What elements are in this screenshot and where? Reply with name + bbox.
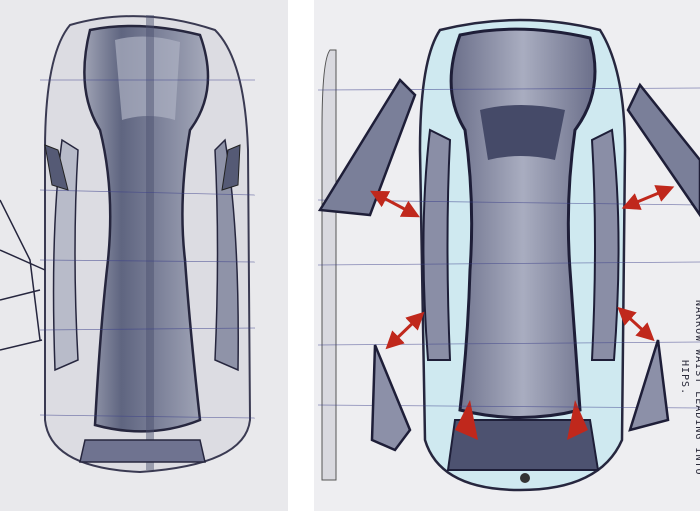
arrow-icon [370, 190, 420, 218]
annotation-line-2: HIPS. [679, 360, 690, 396]
door-rear-right [628, 339, 670, 432]
right-car-sketch [317, 18, 700, 492]
arrow-icon [621, 185, 675, 210]
arrow-icon [385, 311, 425, 350]
door-front-left [317, 77, 417, 217]
left-car-sketch [0, 15, 256, 474]
door-rear-left [370, 344, 412, 452]
door-front-right [626, 82, 700, 218]
arrow-icon [617, 306, 655, 342]
annotation-line-1: NARROW WAIST LEADING INTO [693, 300, 700, 476]
handwritten-annotation: NARROW WAIST LEADING INTO HIPS. [677, 300, 700, 500]
